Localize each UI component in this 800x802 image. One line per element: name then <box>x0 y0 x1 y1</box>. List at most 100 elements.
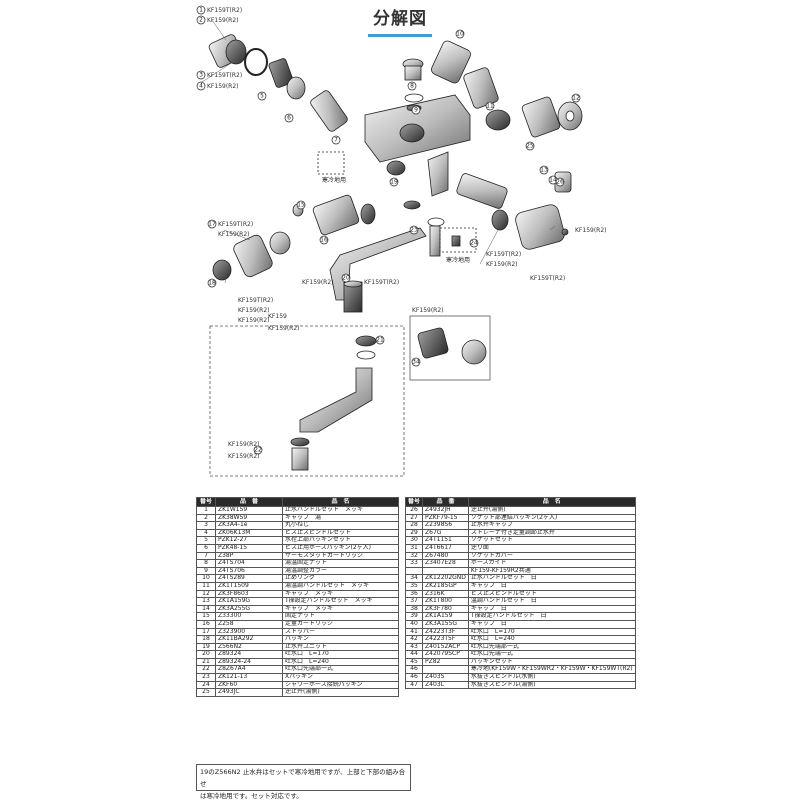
part-name: Xパッキン <box>282 673 399 682</box>
callout-model-labels: KF159T(R2) KF159(R2) KF159T(R2) KF159(R2… <box>207 7 607 460</box>
part-code: Z403S <box>422 673 469 682</box>
part-code: ZK12202GND <box>422 574 469 583</box>
svg-text:16: 16 <box>320 237 328 244</box>
part-number: 16 <box>196 619 216 629</box>
part-number: 37 <box>404 597 424 606</box>
part-name: KF159-KF159R2共通 <box>467 566 636 576</box>
cold-only-label-2: 寒冷地用 <box>446 256 470 264</box>
svg-text:23: 23 <box>410 227 418 234</box>
part-code: ZK2185GP <box>422 581 469 591</box>
callout-kf159t-top: KF159T(R2) <box>207 7 242 14</box>
svg-text:11: 11 <box>486 103 494 110</box>
part-name: パッキン <box>282 635 399 644</box>
long-spout <box>290 335 377 471</box>
part-code: Z403L <box>422 680 469 690</box>
part-code: Z40152ACP <box>422 642 469 652</box>
part-number: 14 <box>196 604 216 614</box>
svg-text:9: 9 <box>414 107 418 114</box>
part-number: 28 <box>404 521 424 530</box>
part-name: 吐水口 L=170 <box>467 627 636 637</box>
callout-kf159-2: KF159(R2) <box>207 83 239 90</box>
part-number: 18 <box>196 635 216 644</box>
footnote: 19のZ566N2 止水弁はセットで寒冷地用ですが、上部と下部の組み合せ は寒冷… <box>196 764 411 800</box>
callout-kf159-b2: KF159(R2) <box>268 325 300 332</box>
svg-text:19: 19 <box>390 179 398 186</box>
part-name: ビス止スピンドルセット <box>467 589 636 599</box>
part-number: 23 <box>196 673 216 682</box>
part-code: Z4223T5F <box>422 635 469 644</box>
part-number: 35 <box>404 581 424 591</box>
callout-kf159-top: KF159(R2) <box>207 17 239 24</box>
svg-text:1: 1 <box>199 7 203 14</box>
right-cartridge-group <box>456 171 572 250</box>
kf159r2-handle-box-parts <box>417 327 487 365</box>
part-code: ZK1A159G <box>215 597 283 606</box>
header-part-name: 品 名 <box>282 497 399 507</box>
part-name: 逆止弁(湯側) <box>467 506 636 515</box>
svg-text:26: 26 <box>556 179 564 186</box>
part-name: キャップ 白 <box>467 619 636 629</box>
svg-text:17: 17 <box>208 221 216 228</box>
part-number: 12 <box>196 589 216 599</box>
svg-text:20: 20 <box>342 275 350 282</box>
part-code: ZK1T1509 <box>215 581 283 591</box>
part-name: 丸小ねじ <box>282 521 399 530</box>
cold-only-label-1: 寒冷地用 <box>322 176 346 184</box>
part-number: 38 <box>404 604 424 614</box>
page-title: 分解図 <box>373 9 427 29</box>
part-name: ソケットセット <box>467 536 636 545</box>
long-spout-dashed-box <box>209 325 405 477</box>
svg-text:2: 2 <box>199 17 203 24</box>
part-name: ストレーナ付き定量調節止水弁 <box>467 528 636 538</box>
parts-table-header: 番号 品 番 品 名 <box>196 497 399 507</box>
part-name: 逆り面 <box>467 543 636 553</box>
part-name: T操設定ハンドルセット メッキ <box>282 597 399 606</box>
part-code: Z4T1151 <box>422 536 469 545</box>
part-number: 27 <box>404 513 424 523</box>
callout-number-group: 1 2 3 4 5 6 7 8 9 10 11 12 13 14 15 16 1… <box>196 5 581 455</box>
part-number: 41 <box>404 627 424 637</box>
part-number: 25 <box>196 688 216 697</box>
part-number: 5 <box>196 536 216 545</box>
part-code: Z67G <box>422 528 469 538</box>
part-code: ZK3F8603 <box>215 589 283 599</box>
header-part-name: 品 名 <box>467 497 636 507</box>
parts-table-header: 番号 品 番 品 名 <box>404 497 636 507</box>
callout-kf159t-2: KF159T(R2) <box>207 72 242 79</box>
part-name: ストッパー <box>282 627 399 637</box>
callout-kf159-right: KF159(R2) <box>575 227 607 234</box>
valve-body <box>364 94 471 197</box>
svg-text:14: 14 <box>549 177 557 184</box>
svg-text:34: 34 <box>412 359 420 366</box>
part-name: 逆止弁(湯側) <box>282 688 399 697</box>
cold-only-box-1 <box>317 151 345 175</box>
callout-kf159-left2: KF159(R2) <box>238 307 270 314</box>
part-name: 止水ハンドルセット 白 <box>467 574 636 583</box>
svg-text:15: 15 <box>297 202 305 209</box>
part-number: 8 <box>196 559 216 568</box>
table-row: KF159-KF159R2共通 <box>404 566 636 576</box>
part-code: Z67480 <box>422 551 469 561</box>
svg-text:6: 6 <box>287 115 291 122</box>
part-number: 45 <box>404 657 424 667</box>
part-name: 水抜きスピンドル(水側) <box>467 673 636 682</box>
callout-kf159t-mid: KF159T(R2) <box>364 279 399 286</box>
part-name: 水抜きスピンドル(湯側) <box>467 680 636 690</box>
part-name: 定量カートリッジ <box>282 619 399 629</box>
part-code: Z323900 <box>215 627 283 637</box>
part-code: ZK3A4-1e <box>215 521 283 530</box>
